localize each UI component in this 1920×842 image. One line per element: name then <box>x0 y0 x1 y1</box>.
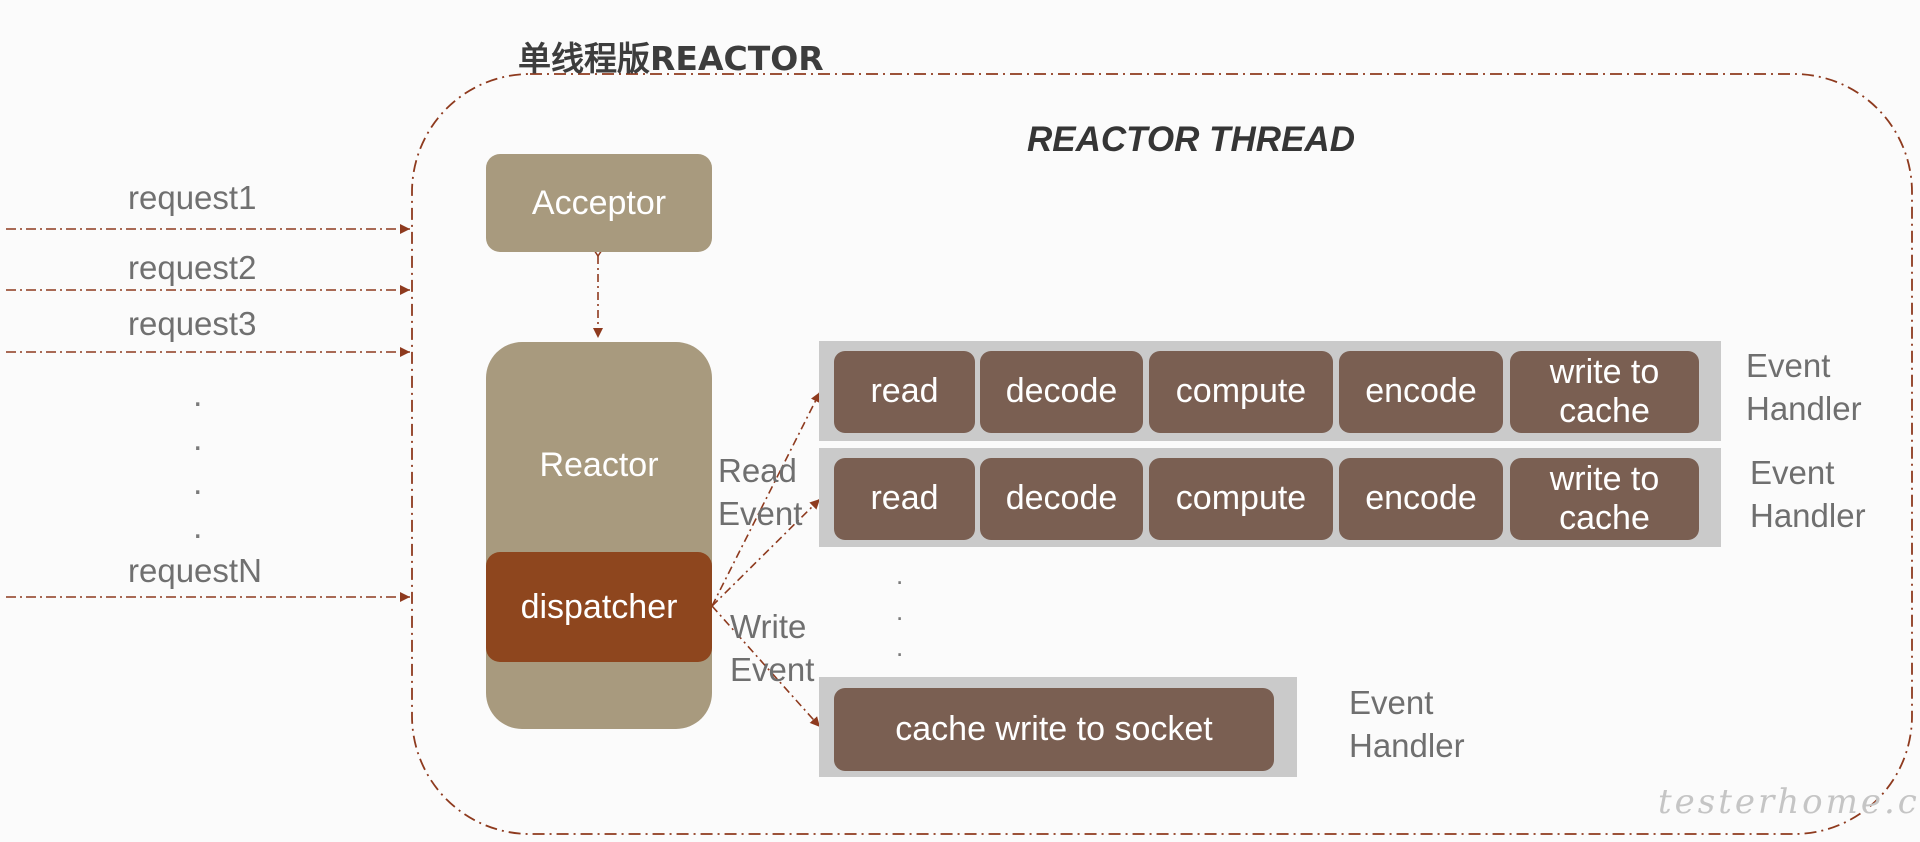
event-handler-line2: Handler <box>1750 496 1866 534</box>
request-ellipsis-dot: . <box>193 464 203 502</box>
row-ellipsis-dot: . <box>896 596 904 626</box>
request-ellipsis-dot: . <box>193 420 203 458</box>
watermark: testerhome.com <box>1658 782 1920 822</box>
write-event-line1: Write <box>730 608 807 645</box>
reactor-thread-title: REACTOR THREAD <box>1027 120 1355 159</box>
stage-cache-write-to-socket: cache write to socket <box>834 688 1274 771</box>
write-event-label: Write Event <box>730 606 814 692</box>
row-ellipsis-dot: . <box>896 632 904 662</box>
request2-label: request2 <box>128 249 257 286</box>
stage-read: read <box>834 351 975 433</box>
stage-read: read <box>834 458 975 540</box>
diagram-title: 单线程版REACTOR <box>518 39 824 78</box>
reactor-label: Reactor <box>539 446 659 484</box>
request-ellipsis-dot: . <box>193 508 203 546</box>
request3-label: request3 <box>128 305 257 342</box>
event-handler-label: Event Handler <box>1746 345 1862 431</box>
stage-write-line1: write to <box>1549 352 1660 391</box>
read-event-label: Read Event <box>718 450 802 536</box>
stage-write-line1: write to <box>1549 459 1660 498</box>
read-event-line2: Event <box>718 494 803 532</box>
stage-write-line2: cache <box>1559 499 1650 537</box>
reactor-box <box>486 342 712 729</box>
stage-decode: decode <box>980 351 1143 433</box>
event-handler-label: Event Handler <box>1750 452 1866 538</box>
stage-encode: encode <box>1339 458 1503 540</box>
stage-write-line2: cache <box>1559 392 1650 430</box>
stage-encode: encode <box>1339 351 1503 433</box>
read-event-line1: Read <box>718 452 797 489</box>
event-handler-line1: Event <box>1349 684 1434 721</box>
event-handler-line2: Handler <box>1349 726 1465 764</box>
stage-decode: decode <box>980 458 1143 540</box>
stage-compute: compute <box>1149 458 1333 540</box>
request-ellipsis-dot: . <box>193 376 203 414</box>
acceptor-box: Acceptor <box>486 154 712 252</box>
write-event-line2: Event <box>730 650 815 688</box>
stage-write-to-cache: write to cache <box>1510 458 1699 540</box>
row-ellipsis-dot: . <box>896 560 904 590</box>
request1-label: request1 <box>128 179 257 216</box>
stage-write-to-cache: write to cache <box>1510 351 1699 433</box>
stage-compute: compute <box>1149 351 1333 433</box>
event-handler-line1: Event <box>1750 454 1835 491</box>
requestn-label: requestN <box>128 552 262 589</box>
event-handler-label: Event Handler <box>1349 682 1465 768</box>
event-handler-line2: Handler <box>1746 389 1862 427</box>
event-handler-line1: Event <box>1746 347 1831 384</box>
dispatcher-box: dispatcher <box>486 552 712 662</box>
